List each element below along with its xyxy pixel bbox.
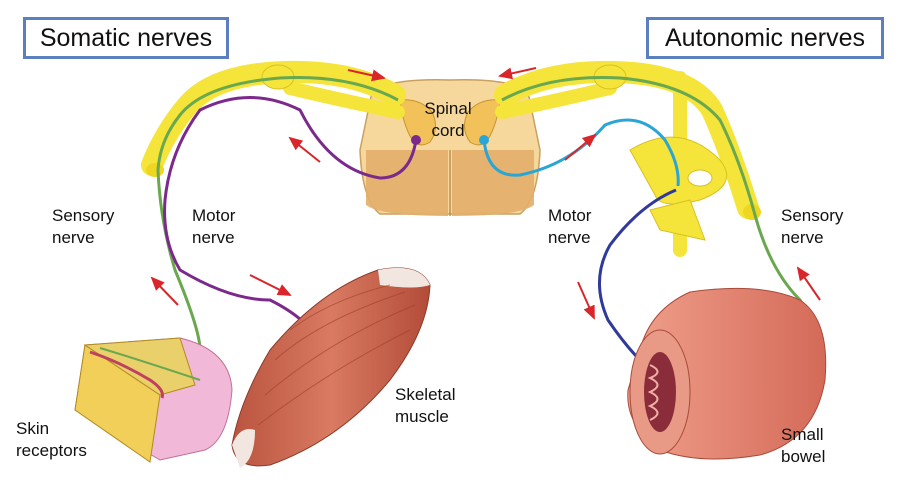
spinal-cord: [359, 79, 541, 216]
arrow-somatic-motor-out: [288, 136, 321, 163]
skin-receptors-illustration: [74, 337, 233, 463]
autonomic-sensory-nerve-label: Sensory nerve: [781, 206, 844, 247]
somatic-motor-nerve-label: Motor nerve: [192, 206, 236, 247]
somatic-nerves-title: Somatic nerves: [23, 17, 229, 59]
autonomic-nerves-title: Autonomic nerves: [646, 17, 884, 59]
autonomic-preganglionic-fiber: [482, 118, 680, 187]
arrow-autonomic-out: [564, 133, 597, 161]
skeletal-muscle-label: Skeletal muscle: [395, 385, 456, 426]
autonomic-motor-nerve-label: Motor nerve: [548, 206, 592, 247]
arrow-skin-up: [150, 276, 179, 306]
arrow-somatic-in: [347, 69, 386, 82]
direction-arrows: [150, 67, 821, 320]
autonomic-cell-dot: [479, 135, 489, 145]
skeletal-muscle-illustration: [231, 267, 431, 468]
arrow-bowel-motor-down: [577, 281, 595, 320]
spinal-cord-label: Spinal cord: [424, 99, 472, 140]
small-bowel-label: Small bowel: [781, 425, 826, 466]
arrow-autonomic-in: [498, 67, 537, 80]
arrow-muscle-down: [249, 274, 292, 296]
skin-receptors-label: Skin receptors: [16, 419, 87, 460]
somatic-sensory-nerve-label: Sensory nerve: [52, 206, 115, 247]
arrow-bowel-sensory-up: [796, 266, 821, 301]
somatic-motor-cell-dot: [411, 135, 421, 145]
small-bowel-illustration: [627, 287, 827, 460]
